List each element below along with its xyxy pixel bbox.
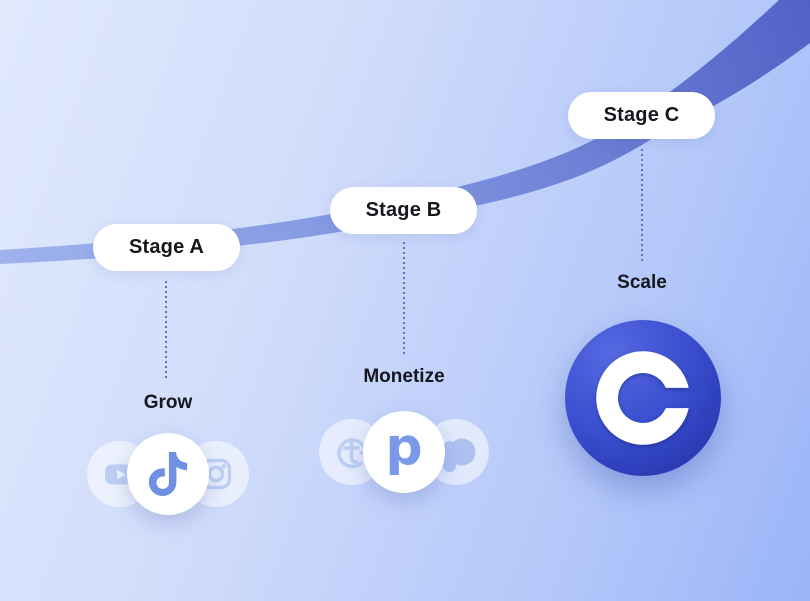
stage-a-label: Stage A [128, 236, 205, 258]
scale-label: Scale [617, 272, 667, 293]
grow-label: Grow [143, 392, 193, 413]
grow-icon-cluster [80, 432, 256, 518]
stage-c-label: Stage C [603, 104, 680, 126]
stage-a-pill: Stage A [93, 224, 240, 271]
stage-b-label: Stage B [365, 199, 442, 221]
tiktok-icon [127, 433, 209, 515]
stage-b-pill: Stage B [330, 187, 477, 234]
monetize-label: Monetize [363, 366, 445, 387]
monetize-icon-cluster: p [316, 410, 492, 496]
stage-c-pill: Stage C [568, 92, 715, 139]
p-letter-glyph: p [385, 417, 423, 477]
c-coin-icon [565, 320, 721, 476]
stage-b-connector [403, 242, 405, 354]
p-letter-icon: p [363, 411, 445, 493]
stage-c-connector [641, 149, 643, 261]
stage-a-connector [165, 281, 167, 381]
